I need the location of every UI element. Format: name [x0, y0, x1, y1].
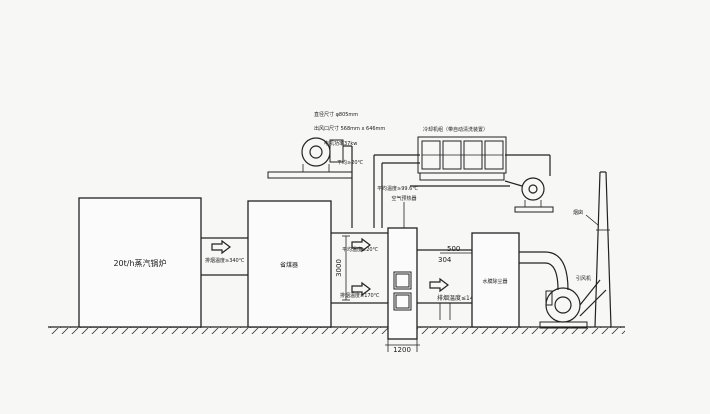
inlet-bottom-label: 排烟温度≥170℃ [340, 292, 380, 299]
dim-1200 [385, 339, 420, 352]
air-preheater-box [387, 227, 418, 340]
dim-3000-label: 3000 [335, 259, 343, 277]
water-film-filter-box [471, 232, 520, 328]
economizer-box [247, 200, 332, 328]
chimney-label: 烟囱 [573, 209, 583, 216]
dim-1200-label: 1200 [393, 346, 411, 354]
dim-500-label: 500 [447, 245, 460, 253]
auxiliary-fan [504, 177, 554, 213]
inlet-top-label: 平均温度≥20℃ [342, 246, 379, 253]
cold-air-fan [267, 137, 353, 228]
flue-duct-2 [331, 232, 390, 304]
dim-3000 [342, 235, 350, 301]
flue-duct-1 [201, 237, 248, 276]
flow-arrow-4 [429, 277, 449, 293]
ground-line [48, 326, 625, 334]
air-duct-top [373, 154, 551, 228]
outlet-temp-label: 排烟温度≤140℃ [437, 294, 484, 302]
induced-fan-label: 引风机 [576, 275, 591, 282]
exchanger-label: 空气预热器 [391, 195, 416, 202]
flow-arrow-3 [351, 281, 371, 297]
fan-temp-label: 平均≥20℃ [337, 159, 364, 166]
fan-inlet-duct [519, 251, 569, 291]
fan-power-label: 电机功率37kw [324, 140, 357, 147]
fan-dia-label: 直径尺寸 φ805mm [314, 111, 358, 118]
flow-arrow-2 [351, 237, 371, 253]
boiler-box [78, 197, 202, 328]
economizer-label: 省煤器 [280, 261, 298, 269]
dim-304-label: 304 [438, 256, 452, 264]
fan-outlet-label: 出风口尺寸 568mm x 646mm [314, 125, 385, 132]
flue-duct-3 [417, 249, 472, 320]
preheater-core-top [393, 271, 412, 290]
cooling-unit-group [417, 136, 507, 181]
boiler-label: 20t/h蒸汽锅炉 [113, 258, 166, 268]
chimney [594, 171, 612, 328]
top-unit-label: 冷却机组（带自动清洗装置） [423, 126, 488, 133]
boiler-exhaust-label: 排烟温度≥340℃ [205, 257, 245, 264]
preheater-core-bottom [393, 292, 412, 311]
aux-fan-icon [521, 177, 545, 201]
duct-temp-label: 平均温度≥99.6℃ [377, 185, 418, 192]
flow-arrow-1 [211, 239, 231, 255]
filter-label: 水膜除尘器 [482, 278, 507, 285]
